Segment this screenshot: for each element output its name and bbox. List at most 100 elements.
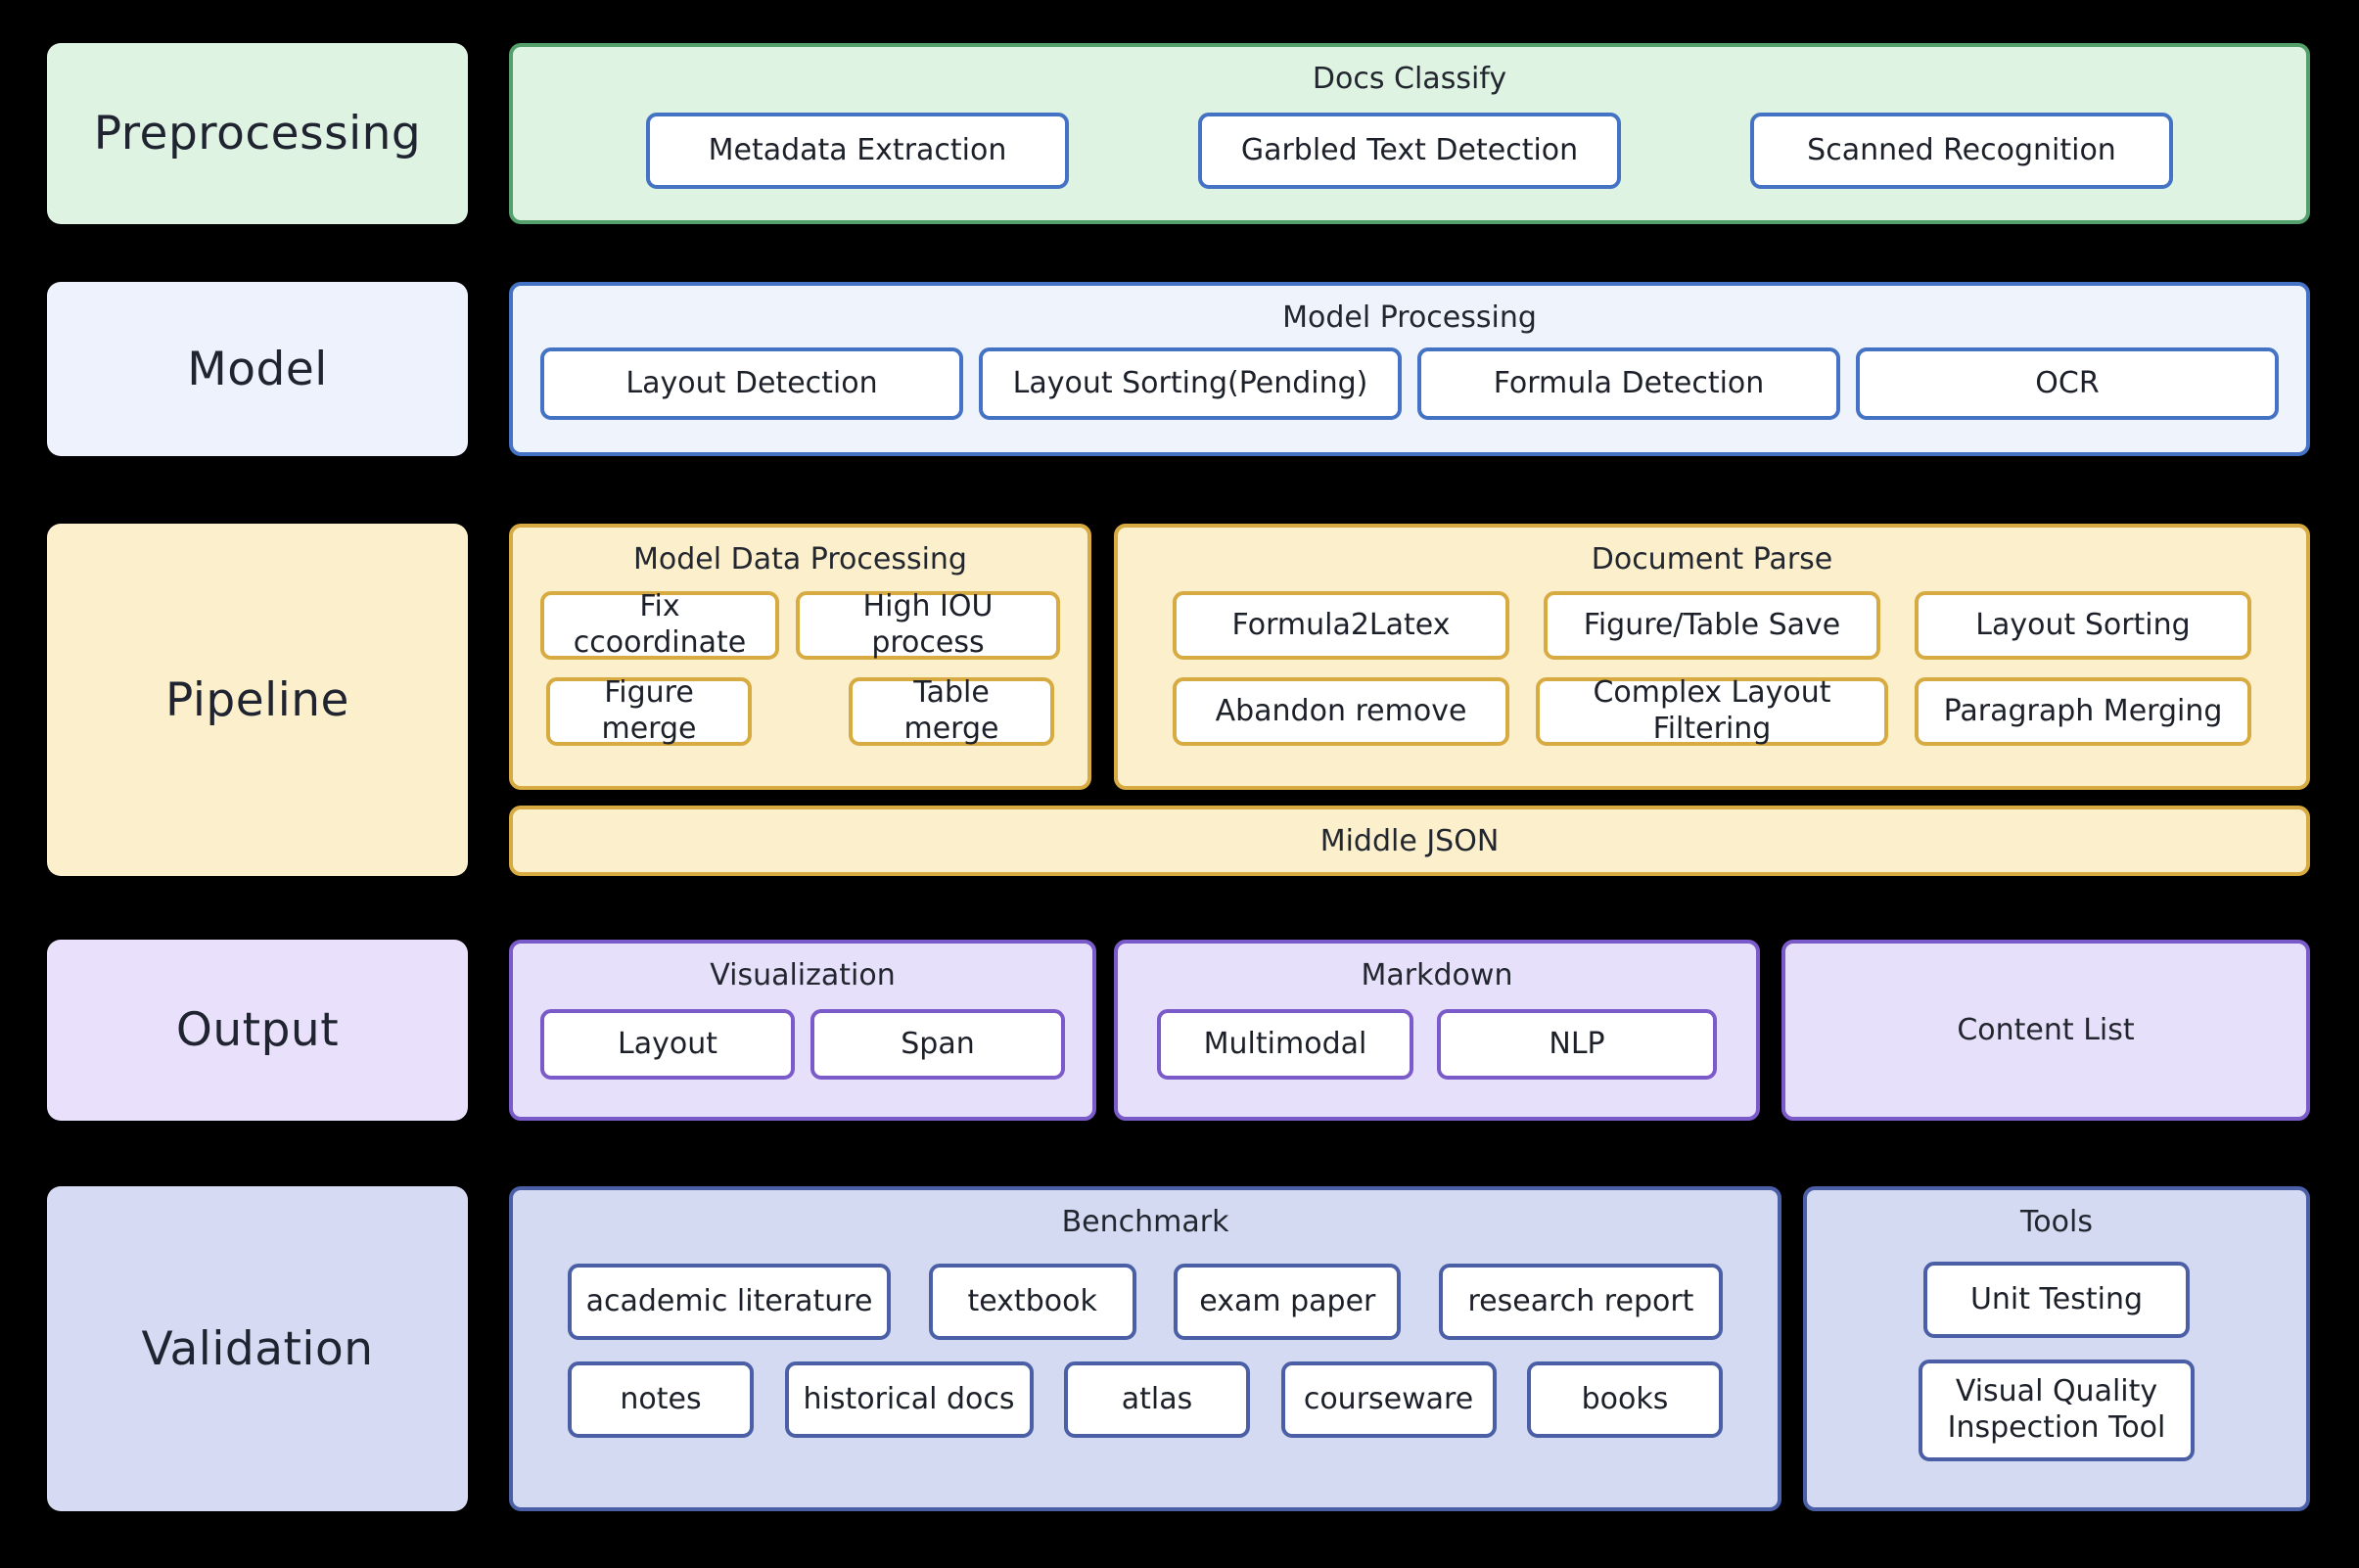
panel-content-list[interactable]: Content List	[1781, 940, 2310, 1121]
chip-row-tools-1: Unit Testing	[1807, 1238, 2306, 1338]
chip-label: Layout Sorting	[1975, 607, 2191, 642]
panel-title-middle-json: Middle JSON	[1319, 823, 1500, 858]
panel-title-benchmark: Benchmark	[1061, 1205, 1229, 1239]
chip-row-benchmark-2: notes historical docs atlas courseware b…	[513, 1340, 1778, 1438]
chip-row-benchmark-1: academic literature textbook exam paper …	[513, 1238, 1778, 1340]
chip-unit-testing[interactable]: Unit Testing	[1923, 1262, 2190, 1338]
panel-title-docs-classify: Docs Classify	[1312, 62, 1507, 96]
chip-row-dp-1: Formula2Latex Figure/Table Save Layout S…	[1118, 576, 2306, 660]
chip-row-markdown: Multimodal NLP	[1118, 992, 1756, 1080]
stage-label-preprocessing: Preprocessing	[47, 43, 468, 224]
stage-label-pipeline-text: Pipeline	[165, 672, 349, 727]
chip-label: High IOU process	[862, 589, 994, 660]
chip-research-report[interactable]: research report	[1438, 1264, 1723, 1340]
chip-label: Layout Detection	[625, 365, 878, 400]
panel-tools: Tools Unit Testing Visual Quality Inspec…	[1803, 1186, 2310, 1511]
chip-span[interactable]: Span	[810, 1009, 1065, 1080]
chip-label: Metadata Extraction	[708, 132, 1007, 167]
chip-label: courseware	[1303, 1381, 1474, 1416]
chip-label: Unit Testing	[1969, 1281, 2144, 1316]
stage-label-validation-text: Validation	[141, 1321, 374, 1376]
panel-document-parse: Document Parse Formula2Latex Figure/Tabl…	[1114, 524, 2310, 790]
chip-label: OCR	[2035, 365, 2100, 400]
chip-label: exam paper	[1199, 1283, 1376, 1318]
chip-academic-literature[interactable]: academic literature	[568, 1264, 891, 1340]
chip-fix-ccoordinate[interactable]: Fix ccoordinate	[540, 589, 779, 660]
chip-high-iou-process[interactable]: High IOU process	[796, 589, 1060, 660]
chip-label: Layout Sorting(Pending)	[1012, 365, 1368, 400]
panel-title-model-data-processing: Model Data Processing	[633, 542, 967, 576]
chip-label: Garbled Text Detection	[1240, 132, 1579, 167]
chip-label: textbook	[967, 1283, 1097, 1318]
chip-label: Figure merge	[601, 675, 697, 746]
chip-notes[interactable]: notes	[568, 1361, 754, 1438]
chip-row-dp-2: Abandon remove Complex Layout Filtering …	[1118, 660, 2306, 746]
chip-label: NLP	[1549, 1026, 1605, 1061]
chip-textbook[interactable]: textbook	[928, 1264, 1136, 1340]
chip-label: Paragraph Merging	[1943, 693, 2223, 728]
chip-courseware[interactable]: courseware	[1280, 1361, 1497, 1438]
panel-title-visualization: Visualization	[710, 958, 896, 992]
chip-atlas[interactable]: atlas	[1064, 1361, 1250, 1438]
stage-label-validation: Validation	[47, 1186, 468, 1511]
chip-layout-sorting[interactable]: Layout Sorting	[1915, 591, 2251, 660]
chip-abandon-remove[interactable]: Abandon remove	[1173, 677, 1509, 746]
panel-model-data-processing: Model Data Processing Fix ccoordinate Hi…	[509, 524, 1091, 790]
stage-label-pipeline: Pipeline	[47, 524, 468, 876]
stage-label-model: Model	[47, 282, 468, 456]
chip-label: atlas	[1121, 1381, 1193, 1416]
chip-table-merge[interactable]: Table merge	[849, 675, 1054, 746]
panel-title-model-processing: Model Processing	[1282, 300, 1537, 335]
chip-label: historical docs	[803, 1381, 1015, 1416]
chip-scanned-recognition[interactable]: Scanned Recognition	[1750, 113, 2173, 189]
chip-label: Visual Quality Inspection Tool	[1947, 1374, 2166, 1445]
panel-title-markdown: Markdown	[1361, 958, 1513, 992]
chip-books[interactable]: books	[1527, 1361, 1723, 1438]
chip-figure-merge[interactable]: Figure merge	[546, 675, 752, 746]
chip-layout[interactable]: Layout	[540, 1009, 795, 1080]
chip-label: Table merge	[903, 675, 999, 746]
chip-label: Formula2Latex	[1231, 607, 1451, 642]
chip-label: Figure/Table Save	[1583, 607, 1841, 642]
chip-formula-detection[interactable]: Formula Detection	[1417, 347, 1840, 420]
chip-metadata-extraction[interactable]: Metadata Extraction	[646, 113, 1069, 189]
stage-label-model-text: Model	[187, 342, 328, 396]
chip-row-tools-2: Visual Quality Inspection Tool	[1807, 1338, 2306, 1461]
chip-exam-paper[interactable]: exam paper	[1174, 1264, 1402, 1340]
panel-title-tools: Tools	[2020, 1205, 2093, 1239]
chip-garbled-text-detection[interactable]: Garbled Text Detection	[1198, 113, 1621, 189]
chip-historical-docs[interactable]: historical docs	[784, 1361, 1034, 1438]
chip-label: research report	[1467, 1283, 1694, 1318]
panel-benchmark: Benchmark academic literature textbook e…	[509, 1186, 1781, 1511]
chip-label: Formula Detection	[1493, 365, 1765, 400]
stage-label-preprocessing-text: Preprocessing	[93, 107, 422, 161]
stage-label-output-text: Output	[175, 1003, 340, 1057]
chip-row-visualization: Layout Span	[513, 992, 1092, 1080]
chip-figure-table-save[interactable]: Figure/Table Save	[1544, 591, 1880, 660]
panel-visualization: Visualization Layout Span	[509, 940, 1096, 1121]
chip-visual-quality-inspection-tool[interactable]: Visual Quality Inspection Tool	[1919, 1360, 2195, 1461]
chip-label: Complex Layout Filtering	[1593, 675, 1831, 746]
chip-row-mdp-1: Fix ccoordinate High IOU process	[513, 576, 1087, 660]
panel-title-content-list: Content List	[1957, 1013, 2135, 1047]
panel-middle-json[interactable]: Middle JSON	[509, 806, 2310, 876]
chip-formula2latex[interactable]: Formula2Latex	[1173, 591, 1509, 660]
chip-multimodal[interactable]: Multimodal	[1157, 1009, 1413, 1080]
chip-nlp[interactable]: NLP	[1437, 1009, 1717, 1080]
chip-row-mdp-2: Figure merge Table merge	[513, 660, 1087, 746]
chip-label: Layout	[618, 1026, 717, 1061]
chip-label: notes	[620, 1381, 702, 1416]
chip-row-docs-classify: Metadata Extraction Garbled Text Detecti…	[513, 95, 2306, 189]
chip-label: books	[1581, 1381, 1669, 1416]
chip-label: Fix ccoordinate	[573, 589, 747, 660]
panel-title-document-parse: Document Parse	[1591, 542, 1833, 576]
chip-label: academic literature	[585, 1283, 873, 1318]
chip-ocr[interactable]: OCR	[1856, 347, 2279, 420]
chip-row-model-processing: Layout Detection Layout Sorting(Pending)…	[513, 334, 2306, 420]
chip-complex-layout-filtering[interactable]: Complex Layout Filtering	[1536, 675, 1888, 746]
chip-paragraph-merging[interactable]: Paragraph Merging	[1915, 677, 2251, 746]
panel-docs-classify: Docs Classify Metadata Extraction Garble…	[509, 43, 2310, 224]
chip-layout-detection[interactable]: Layout Detection	[540, 347, 963, 420]
chip-layout-sorting-pending[interactable]: Layout Sorting(Pending)	[979, 347, 1402, 420]
